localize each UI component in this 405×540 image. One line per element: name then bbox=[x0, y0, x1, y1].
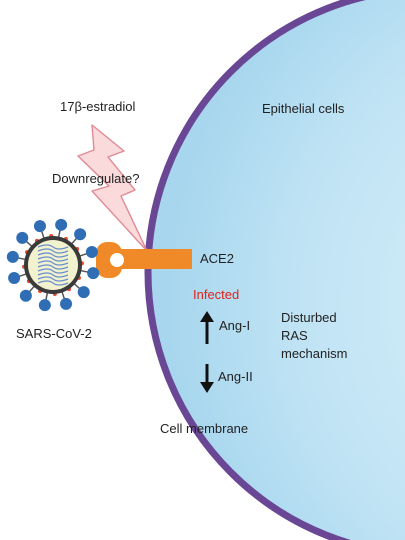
spike-head bbox=[60, 297, 73, 310]
spike-head bbox=[77, 286, 90, 299]
spike-head bbox=[74, 228, 87, 241]
spike-head bbox=[8, 272, 21, 285]
ang1-label: Ang-I bbox=[219, 318, 251, 333]
epithelial-cells-label: Epithelial cells bbox=[262, 101, 345, 116]
epithelial-cell bbox=[144, 0, 405, 540]
lightning-bolt-icon bbox=[77, 124, 148, 252]
estradiol-label: 17β-estradiol bbox=[60, 99, 136, 114]
viral-rna bbox=[37, 244, 69, 286]
disturbed-line-3: mechanism bbox=[281, 346, 348, 361]
spike-head bbox=[38, 299, 51, 312]
spike-head bbox=[19, 289, 32, 302]
infected-label: Infected bbox=[193, 287, 240, 302]
ace2-receptor bbox=[96, 242, 192, 278]
disturbed-ras-label: Disturbed RAS mechanism bbox=[281, 309, 347, 363]
disturbed-line-1: Disturbed bbox=[281, 310, 337, 325]
disturbed-line-2: RAS bbox=[281, 328, 308, 343]
arrow-down-icon bbox=[200, 364, 214, 393]
virus-icon bbox=[6, 218, 100, 312]
spike-head bbox=[16, 231, 29, 244]
spike-head bbox=[55, 218, 68, 231]
ang2-label: Ang-II bbox=[218, 369, 253, 384]
arrow-up-icon bbox=[200, 311, 214, 344]
virus-label: SARS-CoV-2 bbox=[16, 326, 92, 341]
downregulate-label: Downregulate? bbox=[52, 171, 140, 186]
ace2-label: ACE2 bbox=[200, 251, 234, 266]
spike-head bbox=[33, 220, 46, 233]
cell-membrane bbox=[144, 0, 405, 540]
spike-head bbox=[6, 250, 19, 263]
spike-head bbox=[85, 245, 98, 258]
cell-membrane-label: Cell membrane bbox=[160, 421, 249, 436]
spike-head bbox=[87, 267, 100, 280]
